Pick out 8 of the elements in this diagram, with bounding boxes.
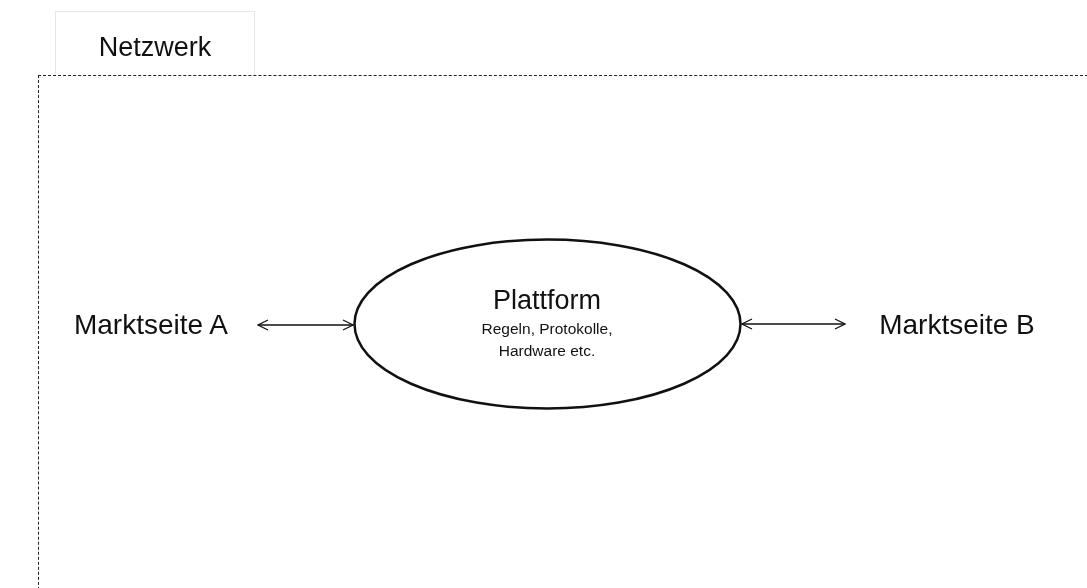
node-label: Marktseite A <box>44 279 258 370</box>
double-arrow <box>257 319 354 331</box>
node-title: Plattform <box>493 285 601 316</box>
group-heading: Netzwerk <box>55 11 255 75</box>
double-arrow <box>741 318 846 330</box>
node-label: Marktseite B <box>844 279 1070 370</box>
node-description: Regeln, Protokolle, Hardware etc. <box>480 319 614 361</box>
platform-ellipse <box>352 237 742 410</box>
